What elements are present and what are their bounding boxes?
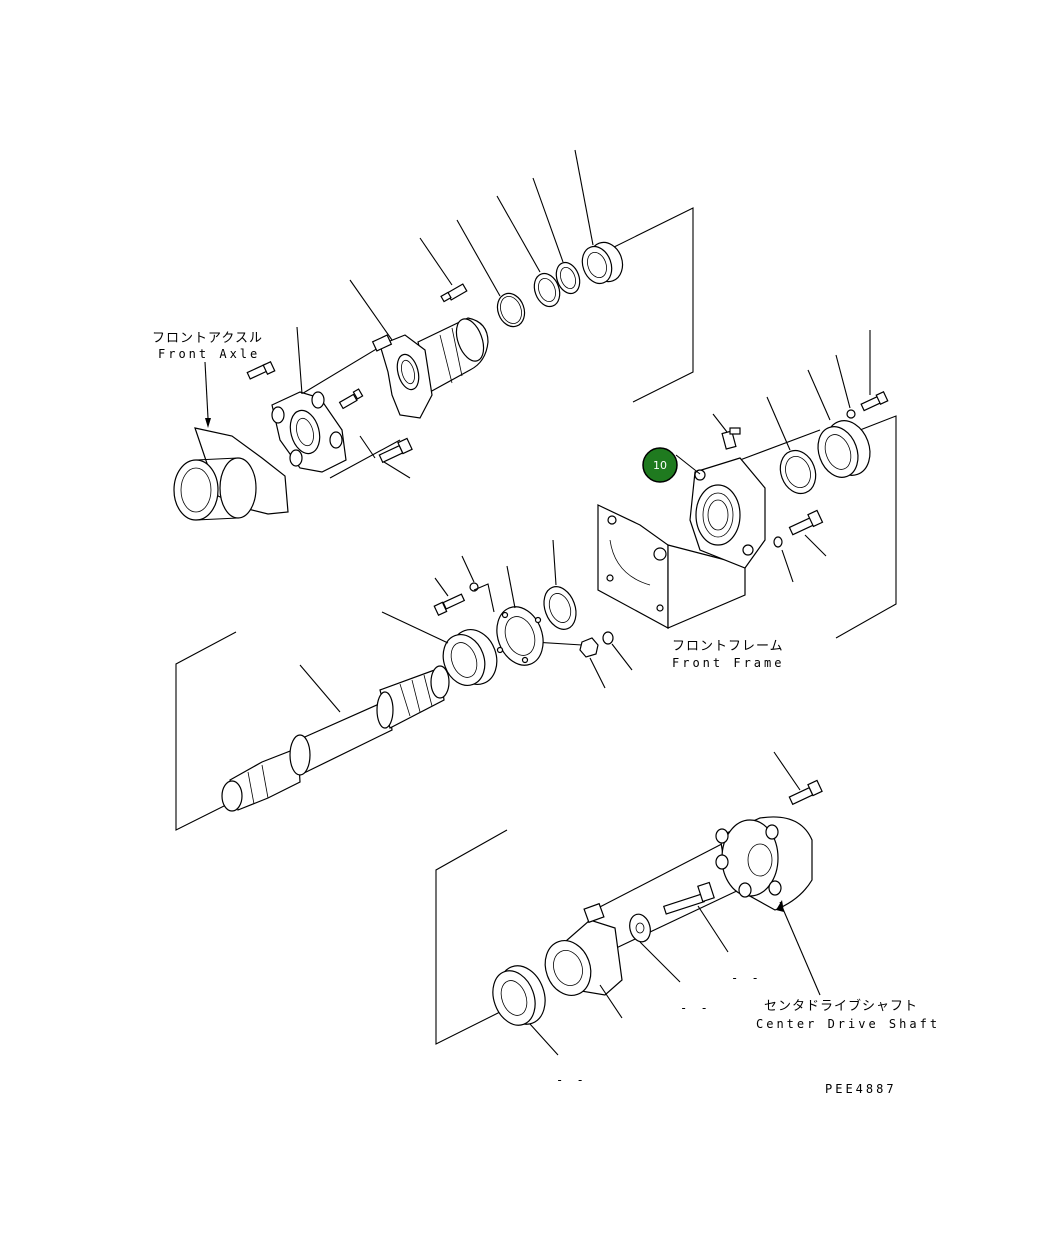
bolt-upper-left: [246, 360, 276, 380]
bolt-center-long: [662, 881, 715, 915]
center-sleeve-yoke: [544, 902, 623, 996]
front-frame-bracket: [597, 504, 746, 630]
callout-10-number: 10: [653, 459, 667, 472]
dust-seal: [442, 629, 498, 686]
center-washer: [629, 913, 651, 943]
front-axle-label-jp: フロントアクスル: [152, 331, 263, 346]
bearing-housing-group: [597, 330, 897, 639]
upper-shaft-axis-2: [329, 439, 401, 479]
dash-label-b: - -: [680, 1001, 711, 1015]
front-frame-label-en: Front Frame: [672, 656, 784, 670]
upper-shaft-axis: [299, 344, 384, 396]
center-flange-yoke: [715, 816, 813, 911]
spider-cross: [271, 391, 347, 473]
center-drive-label-jp: センタドライブシャフト: [764, 998, 918, 1014]
grease-fitting-housing: [721, 427, 741, 450]
middle-group-bracket: [175, 631, 237, 831]
oil-seal-middle: [543, 586, 577, 630]
housing-leaders: [712, 330, 871, 583]
retainer-flange: [496, 606, 544, 666]
bolt-center-top: [788, 779, 823, 806]
splined-shaft: [221, 665, 450, 812]
sleeve-ring: [581, 241, 624, 285]
figure-code: PEE4887: [825, 1082, 897, 1096]
center-drive-label-en: Center Drive Shaft: [756, 1017, 940, 1031]
callout-10[interactable]: 10: [642, 447, 701, 483]
dash-label-a: - -: [731, 971, 762, 985]
bolt-housing: [788, 509, 824, 536]
bolt-lower: [359, 435, 413, 464]
front-frame-label-jp: フロントフレーム: [672, 639, 784, 654]
front-axle-flange: [173, 427, 289, 521]
mid-group-bracket: [835, 415, 897, 639]
cover-flange: [817, 420, 871, 478]
middle-leaders: [299, 539, 633, 713]
dash-label-c: - -: [556, 1073, 587, 1087]
upper-group-bracket: [603, 207, 694, 403]
oil-seal-bottom: [492, 965, 546, 1026]
nut: [579, 637, 599, 658]
snap-ring: [496, 292, 526, 328]
grease-fitting-top: [440, 283, 468, 303]
slip-yoke: [371, 317, 489, 419]
upper-leaders: [204, 149, 594, 479]
washer-housing: [773, 536, 783, 548]
seal-ring-b: [533, 272, 561, 308]
seal-ring-a: [555, 261, 581, 295]
bottom-leaders: [529, 751, 821, 1056]
washer-middle: [602, 631, 614, 645]
bolt-top-right: [860, 390, 889, 412]
bearing-housing: [689, 457, 766, 569]
center-drive-group: [435, 751, 823, 1056]
bottom-group-bracket: [435, 829, 508, 1045]
front-axle-label-en: Front Axle: [158, 347, 260, 361]
oil-seal-housing: [779, 449, 817, 495]
grease-fitting-small: [338, 388, 364, 410]
washer-top: [846, 409, 856, 419]
middle-shaft-group: [175, 539, 633, 831]
upper-shaft-group: [173, 149, 694, 521]
bolt-middle: [433, 593, 466, 617]
